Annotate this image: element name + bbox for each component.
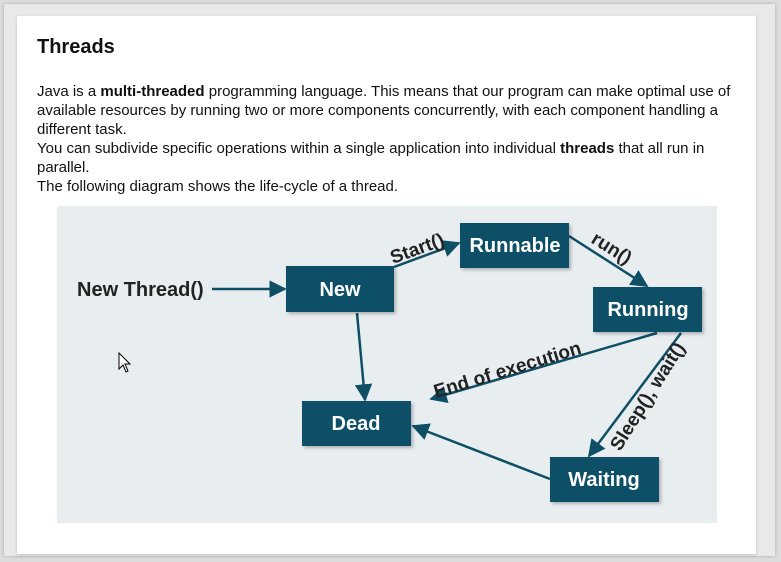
state-waiting-label: Waiting	[568, 469, 639, 491]
edges	[212, 234, 683, 481]
paragraph-2: You can subdivide specific operations wi…	[37, 140, 705, 176]
state-dead-label: Dead	[332, 413, 381, 435]
bold-threads: threads	[560, 140, 615, 157]
article-body: Java is a multi-threaded programming lan…	[37, 82, 742, 196]
edge-label-start: Start()	[388, 230, 448, 269]
page-title: Threads	[37, 36, 115, 58]
edge-new-dead	[354, 312, 373, 402]
state-dead: Dead	[302, 401, 411, 446]
edge-run	[568, 234, 649, 288]
state-running-label: Running	[607, 299, 688, 321]
thread-lifecycle-diagram: New Thread() New Runnable Running Dead W…	[57, 206, 717, 523]
edge-sleep-wait	[587, 332, 683, 458]
paragraph-1: Java is a multi-threaded programming lan…	[37, 83, 731, 138]
mouse-cursor-icon	[118, 352, 132, 373]
state-waiting: Waiting	[550, 457, 659, 502]
new-thread-label: New Thread()	[77, 279, 204, 301]
state-new: New	[286, 266, 394, 312]
diagram-svg: New Thread() New Runnable Running Dead W…	[77, 223, 702, 502]
paragraph-3: The following diagram shows the life-cyc…	[37, 178, 399, 195]
state-runnable: Runnable	[460, 223, 569, 268]
state-runnable-label: Runnable	[469, 235, 560, 257]
edge-label-sleep-wait: Sleep(), wait()	[606, 339, 689, 455]
state-new-label: New	[319, 279, 361, 301]
state-running: Running	[593, 287, 702, 332]
edge-waiting-dead	[411, 423, 551, 481]
edge-end-of-execution	[429, 331, 658, 403]
edge-start	[393, 240, 461, 269]
edge-label-end-of-execution: End of execution	[431, 338, 584, 403]
bold-multi-threaded: multi-threaded	[100, 83, 205, 100]
